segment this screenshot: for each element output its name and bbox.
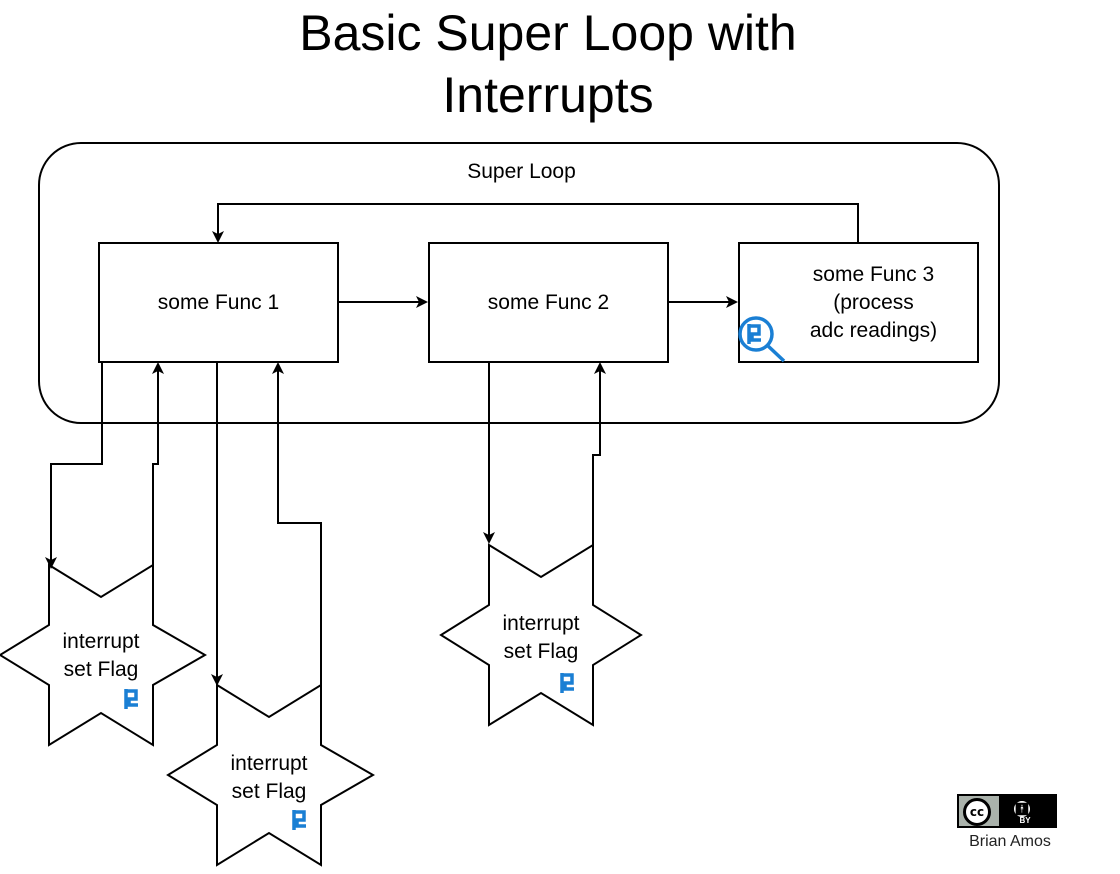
- func-box-2: some Func 2: [428, 242, 669, 363]
- interrupt-3-label: interrupt set Flag: [471, 610, 611, 666]
- interrupt-2-line-2: set Flag: [231, 780, 307, 803]
- arrow-interrupt-1-to-func1: [152, 362, 164, 565]
- diagram-title: Basic Super Loop with Interrupts: [0, 2, 1096, 126]
- func-1-label: some Func 1: [157, 290, 280, 314]
- arrow-interrupt-2-to-func1: [272, 362, 322, 685]
- loop-back-arrow: [212, 203, 859, 243]
- by-label: BY: [1019, 816, 1031, 825]
- magnifier-flag-icon: [738, 316, 786, 363]
- attribution-person-icon: 🚹︎: [1012, 799, 1032, 819]
- flag-icon: [292, 810, 306, 830]
- title-line-2: Interrupts: [442, 67, 654, 123]
- interrupt-3-line-2: set Flag: [503, 640, 579, 663]
- func-3-label-line-1: some Func 3: [812, 262, 935, 286]
- cc-by-badge: cc 🚹︎ BY: [957, 794, 1057, 828]
- interrupt-2-label: interrupt set Flag: [199, 750, 339, 806]
- interrupt-1-label: interrupt set Flag: [31, 628, 171, 684]
- arrow-interrupt-3-to-func2: [592, 362, 606, 545]
- arrow-func1-to-interrupt-1: [45, 362, 103, 569]
- author-name: Brian Amos: [969, 833, 1051, 850]
- interrupt-3-line-1: interrupt: [502, 612, 580, 635]
- flag-icon: [560, 673, 574, 693]
- interrupt-1-line-2: set Flag: [63, 658, 139, 681]
- title-line-1: Basic Super Loop with: [299, 5, 797, 61]
- cc-icon: cc: [963, 798, 991, 826]
- flag-icon: [124, 689, 138, 709]
- func-2-label: some Func 2: [487, 290, 610, 314]
- func-3-label-line-2: (process: [833, 290, 914, 314]
- interrupt-1-line-1: interrupt: [62, 630, 140, 653]
- interrupt-2-line-1: interrupt: [230, 752, 308, 775]
- func-box-3: some Func 3 (process adc readings): [738, 242, 979, 363]
- func-box-1: some Func 1: [98, 242, 339, 363]
- super-loop-label: Super Loop: [467, 160, 576, 183]
- func-3-label-line-3: adc readings): [809, 318, 938, 342]
